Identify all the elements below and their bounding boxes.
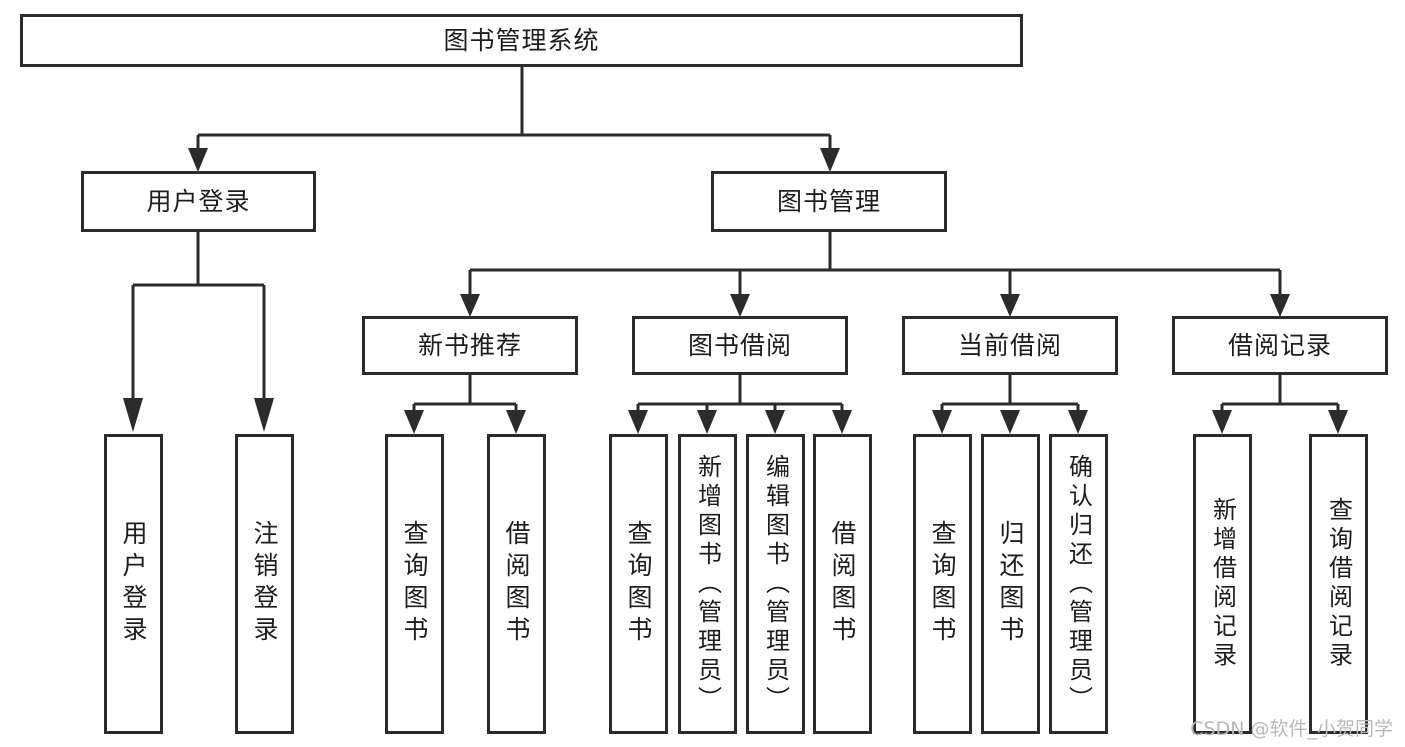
node-label: 新增图书（管理员） bbox=[693, 453, 722, 715]
node-label: 新书推荐 bbox=[417, 330, 522, 360]
leaf-query-borrow-record[interactable]: 查询借阅记录 bbox=[1309, 434, 1368, 734]
node-label: 图书管理系统 bbox=[443, 25, 600, 55]
leaf-borrow-book[interactable]: 借阅图书 bbox=[813, 434, 872, 734]
node-label: 当前借阅 bbox=[957, 330, 1062, 360]
connector-root-to-level2 bbox=[188, 67, 840, 172]
connector-bookborrow-to-leaves bbox=[628, 375, 852, 434]
node-label: 新增借阅记录 bbox=[1208, 497, 1237, 671]
connector-currentborrow-to-leaves bbox=[932, 375, 1088, 434]
node-label: 借阅图书 bbox=[828, 520, 857, 648]
node-label: 用户登录 bbox=[119, 520, 148, 648]
leaf-add-borrow-record[interactable]: 新增借阅记录 bbox=[1193, 434, 1252, 734]
connector-borrowrecord-to-leaves bbox=[1212, 375, 1348, 434]
csdn-watermark: CSDN @软件_小贺同学 bbox=[1190, 718, 1393, 740]
node-new-book-recommend[interactable]: 新书推荐 bbox=[362, 316, 578, 375]
leaf-query-book-borrow[interactable]: 查询图书 bbox=[609, 434, 668, 734]
node-current-borrow[interactable]: 当前借阅 bbox=[902, 316, 1118, 375]
node-label: 归还图书 bbox=[996, 520, 1025, 648]
node-borrow-record[interactable]: 借阅记录 bbox=[1172, 316, 1388, 375]
leaf-logout-login[interactable]: 注销登录 bbox=[235, 434, 294, 734]
leaf-edit-book[interactable]: 编辑图书（管理员） bbox=[746, 434, 805, 734]
node-label: 图书管理 bbox=[776, 186, 881, 216]
connector-bookmgmt-to-level3 bbox=[460, 232, 1290, 317]
node-label: 用户登录 bbox=[146, 186, 251, 216]
node-label: 图书借阅 bbox=[687, 330, 792, 360]
node-label: 借阅记录 bbox=[1227, 330, 1332, 360]
node-label: 查询借阅记录 bbox=[1324, 497, 1353, 671]
connector-userlogin-to-leaves bbox=[123, 232, 274, 432]
leaf-query-book-recommend[interactable]: 查询图书 bbox=[385, 434, 444, 734]
node-root-system[interactable]: 图书管理系统 bbox=[20, 14, 1023, 67]
node-label: 借阅图书 bbox=[502, 520, 531, 648]
node-label: 查询图书 bbox=[928, 520, 957, 648]
leaf-query-book-current[interactable]: 查询图书 bbox=[913, 434, 972, 734]
node-user-login[interactable]: 用户登录 bbox=[81, 171, 316, 232]
leaf-add-book[interactable]: 新增图书（管理员） bbox=[678, 434, 737, 734]
node-label: 确认归还（管理员） bbox=[1064, 453, 1093, 715]
node-label: 注销登录 bbox=[250, 520, 279, 648]
node-label: 编辑图书（管理员） bbox=[761, 453, 790, 715]
leaf-borrow-book-recommend[interactable]: 借阅图书 bbox=[487, 434, 546, 734]
node-book-borrow[interactable]: 图书借阅 bbox=[632, 316, 848, 375]
leaf-confirm-return[interactable]: 确认归还（管理员） bbox=[1049, 434, 1108, 734]
node-label: 查询图书 bbox=[624, 520, 653, 648]
node-book-management[interactable]: 图书管理 bbox=[711, 171, 947, 232]
node-label: 查询图书 bbox=[400, 520, 429, 648]
leaf-user-login[interactable]: 用户登录 bbox=[104, 434, 163, 734]
connector-newbook-to-leaves bbox=[404, 375, 526, 434]
leaf-return-book[interactable]: 归还图书 bbox=[981, 434, 1040, 734]
